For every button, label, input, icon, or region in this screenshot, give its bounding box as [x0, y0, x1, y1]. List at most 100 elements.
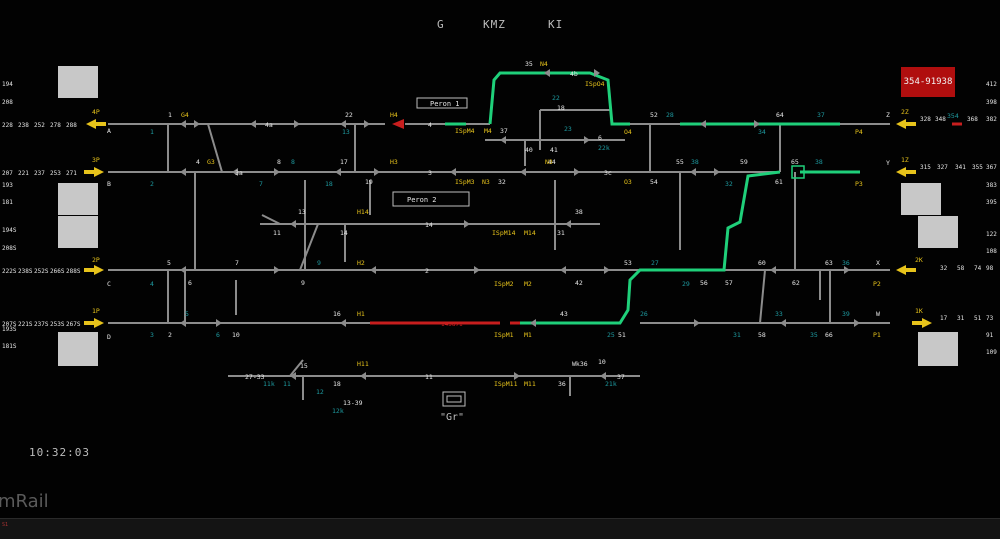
- svg-text:58: 58: [758, 331, 766, 339]
- svg-text:38: 38: [815, 158, 823, 166]
- svg-text:4P: 4P: [92, 108, 100, 116]
- right-signal-arrows: [896, 119, 932, 328]
- svg-text:4: 4: [428, 121, 432, 129]
- svg-text:X: X: [876, 259, 880, 267]
- svg-text:M11: M11: [524, 380, 536, 388]
- svg-text:29: 29: [682, 280, 690, 288]
- svg-text:54: 54: [650, 178, 658, 186]
- svg-text:A: A: [107, 127, 111, 135]
- block-box-a[interactable]: [58, 66, 98, 98]
- brand-logo: mRail: [0, 491, 49, 512]
- svg-text:55: 55: [676, 158, 684, 166]
- svg-text:14: 14: [340, 229, 348, 237]
- svg-text:253S: 253S: [50, 321, 65, 328]
- svg-text:58: 58: [957, 265, 965, 272]
- svg-text:25: 25: [607, 331, 615, 339]
- gr-icon[interactable]: [442, 391, 466, 407]
- block-box-d[interactable]: [58, 332, 98, 366]
- svg-text:207: 207: [2, 170, 13, 177]
- svg-text:P4: P4: [855, 128, 863, 136]
- svg-text:M4: M4: [484, 127, 492, 135]
- svg-text:26: 26: [640, 310, 648, 318]
- svg-text:65: 65: [791, 158, 799, 166]
- svg-text:32: 32: [940, 265, 948, 272]
- svg-text:1: 1: [150, 128, 154, 136]
- svg-text:341: 341: [955, 164, 966, 171]
- svg-text:288S: 288S: [66, 268, 81, 275]
- svg-text:328: 328: [920, 116, 931, 123]
- block-box-b1[interactable]: [58, 183, 98, 215]
- svg-text:P3: P3: [855, 180, 863, 188]
- svg-text:22: 22: [345, 111, 353, 119]
- block-box-b2[interactable]: [58, 216, 98, 248]
- svg-text:12k: 12k: [332, 407, 344, 415]
- svg-text:8: 8: [291, 158, 295, 166]
- train-number-box[interactable]: 354-91938: [901, 67, 955, 97]
- svg-text:14: 14: [425, 221, 433, 229]
- svg-text:238S: 238S: [18, 268, 33, 275]
- svg-text:11: 11: [283, 380, 291, 388]
- svg-text:207S: 207S: [2, 321, 17, 328]
- svg-text:193: 193: [2, 182, 13, 189]
- svg-text:M14: M14: [524, 229, 536, 237]
- svg-text:122: 122: [986, 231, 997, 238]
- svg-text:8: 8: [277, 158, 281, 166]
- svg-text:398: 398: [986, 99, 997, 106]
- svg-text:9: 9: [301, 279, 305, 287]
- svg-text:31: 31: [733, 331, 741, 339]
- signal-h4-icon[interactable]: [392, 119, 404, 129]
- svg-text:59: 59: [740, 158, 748, 166]
- track-lines: [108, 109, 890, 377]
- svg-text:22k: 22k: [598, 144, 610, 152]
- svg-text:3: 3: [428, 169, 432, 177]
- svg-text:18: 18: [333, 380, 341, 388]
- svg-text:G4: G4: [181, 111, 189, 119]
- svg-text:60: 60: [758, 259, 766, 267]
- svg-text:62: 62: [792, 279, 800, 287]
- svg-text:21k: 21k: [605, 380, 617, 388]
- svg-text:2: 2: [425, 267, 429, 275]
- svg-text:11: 11: [425, 373, 433, 381]
- svg-text:ISpM3: ISpM3: [455, 178, 475, 186]
- svg-text:H3: H3: [390, 158, 398, 166]
- svg-text:395: 395: [986, 199, 997, 206]
- svg-text:252: 252: [34, 122, 45, 129]
- svg-text:37: 37: [817, 111, 825, 119]
- platform-2: [392, 191, 470, 207]
- clock: 10:32:03: [29, 446, 90, 459]
- block-box-w[interactable]: [918, 332, 958, 366]
- svg-text:253: 253: [50, 170, 61, 177]
- svg-text:H11: H11: [357, 360, 369, 368]
- svg-text:278: 278: [50, 122, 61, 129]
- svg-text:ISpM1: ISpM1: [494, 331, 514, 339]
- block-box-y1[interactable]: [901, 183, 941, 215]
- svg-text:6: 6: [598, 134, 602, 142]
- switch-65-marker[interactable]: [791, 165, 805, 179]
- block-box-y2[interactable]: [918, 216, 958, 248]
- svg-text:2P: 2P: [92, 256, 100, 264]
- svg-text:368: 368: [967, 116, 978, 123]
- svg-text:N3: N3: [482, 178, 490, 186]
- svg-text:9: 9: [317, 259, 321, 267]
- svg-text:2: 2: [168, 331, 172, 339]
- svg-text:267S: 267S: [66, 321, 81, 328]
- svg-text:327: 327: [937, 164, 948, 171]
- svg-text:354: 354: [947, 112, 959, 120]
- svg-text:Wk36: Wk36: [572, 360, 588, 368]
- svg-text:22: 22: [552, 94, 560, 102]
- svg-text:31: 31: [557, 229, 565, 237]
- svg-text:367: 367: [986, 164, 997, 171]
- platform-1: [416, 97, 468, 109]
- svg-text:4b: 4b: [570, 70, 578, 78]
- svg-text:181: 181: [2, 199, 13, 206]
- svg-text:33: 33: [775, 310, 783, 318]
- svg-text:B: B: [107, 180, 111, 188]
- svg-text:221: 221: [18, 170, 29, 177]
- svg-text:27-33: 27-33: [245, 373, 265, 381]
- svg-text:57: 57: [725, 279, 733, 287]
- svg-text:H4: H4: [390, 111, 398, 119]
